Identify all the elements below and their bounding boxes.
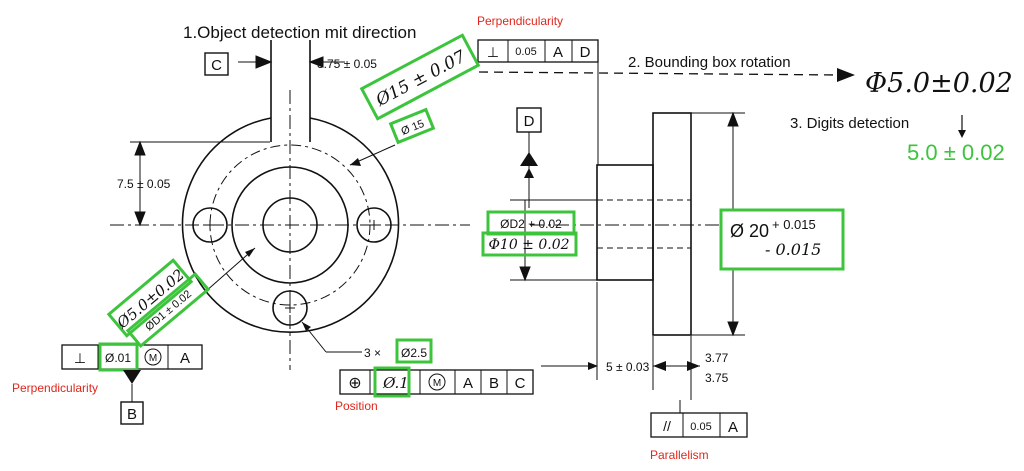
label-position: Position [335, 399, 378, 413]
digits-result: 5.0 ± 0.02 [907, 140, 1005, 165]
perp-datum-left: A [180, 350, 190, 367]
parallel-datum: A [728, 419, 738, 436]
perp-datum2-top: D [580, 44, 591, 61]
detection-box-hole-dia [395, 338, 433, 364]
slot-walls [270, 40, 311, 142]
hole-center-marks [205, 220, 379, 313]
position-tol: Ø.1 [382, 374, 409, 392]
flange-upper-label: 3.77 [705, 351, 729, 365]
fcf-perp-top: ⊥ 0.05 A D [477, 39, 599, 63]
mmc-modifier-icon [428, 373, 446, 391]
position-datum1: A [463, 375, 473, 392]
outer-flange-circle [181, 117, 400, 334]
phiD2-text: ØD2 + 0.02 [500, 217, 562, 231]
position-datum2: B [489, 375, 499, 392]
step2-label: 2. Bounding box rotation [628, 54, 791, 71]
perp-tol-left: Ø.01 [105, 351, 131, 365]
label-perpendicularity-top: Perpendicularity [477, 14, 563, 28]
phi20-lower-text: - 0.015 [765, 240, 821, 259]
perp-mod-left: M [149, 353, 157, 364]
datum-c-label: C [211, 57, 222, 74]
slot-offset-dimension [130, 140, 270, 227]
parallel-tol: 0.05 [690, 421, 711, 433]
step3-label: 3. Digits detection [790, 115, 909, 132]
datum-d-label: D [524, 113, 535, 130]
datum-d-box [516, 107, 542, 133]
slot-width-dimension [238, 55, 345, 69]
hub-outline [596, 164, 654, 281]
slot-width-label: 3.75 ± 0.05 [317, 57, 377, 71]
bolt-hole-right [356, 207, 392, 243]
phi20-upper-text: + 0.015 [772, 217, 816, 232]
bore-circle [262, 197, 318, 253]
bolt-hole-left [192, 207, 228, 243]
perp-datum1-top: A [553, 44, 563, 61]
label-parallelism: Parallelism [650, 448, 709, 462]
bolt-hole-bottom [272, 290, 308, 326]
mmc-modifier-left-icon [144, 348, 162, 366]
detection-phi15: Ø 15 [388, 107, 436, 145]
fcf-perp-left: ⊥ Ø.01 M A [61, 342, 203, 372]
datum-b-triangle [123, 370, 141, 384]
hole-diameter-label: Ø2.5 [401, 346, 427, 360]
detection-hw-phi15: Ø15 ± 0.07 [359, 33, 481, 121]
parallel-symbol: // [663, 418, 671, 434]
hole-pattern-prefix: 3 × [364, 346, 381, 360]
boss-circle [231, 166, 349, 284]
perp-symbol-left: ⊥ [74, 350, 86, 366]
rotation-arrow-line [478, 71, 839, 76]
detection-box-position [373, 366, 411, 398]
step-length-label: 5 ± 0.03 [606, 360, 650, 374]
datum-b-label: B [127, 406, 137, 423]
datum-b-box [120, 401, 144, 425]
rotated-crop-text: Φ5.0±0.02 [865, 68, 1013, 99]
step1-label: 1.Object detection mit direction [183, 23, 416, 42]
fcf-parallel: // 0.05 A [650, 412, 748, 438]
perp-tol-top: 0.05 [515, 46, 536, 58]
label-perpendicularity-left: Perpendicularity [12, 381, 98, 395]
leader-phiD1 [204, 247, 256, 293]
detection-box-phi20 [719, 208, 845, 271]
position-datum3: C [515, 375, 526, 392]
perp-symbol-top: ⊥ [487, 44, 499, 60]
detection-box-perp-left [98, 342, 139, 372]
hw-phi10-text: Φ10 ± 0.02 [488, 237, 569, 253]
flange-lower-label: 3.75 [705, 371, 729, 385]
position-mod: M [433, 378, 441, 389]
slot-offset-label: 7.5 ± 0.05 [117, 177, 171, 191]
rotation-arrow-head [837, 68, 855, 82]
detection-box-hw-phi10 [481, 231, 578, 257]
phi20-text: Ø 20 [730, 221, 769, 241]
fcf-position: ⊕ Ø.1 M A B C [339, 366, 534, 398]
front-view [110, 40, 470, 370]
datum-d-triangle [520, 152, 538, 166]
flange-outline [652, 112, 692, 336]
datum-c-box [204, 52, 229, 76]
arrow-head [308, 56, 324, 68]
position-symbol: ⊕ [348, 375, 361, 392]
